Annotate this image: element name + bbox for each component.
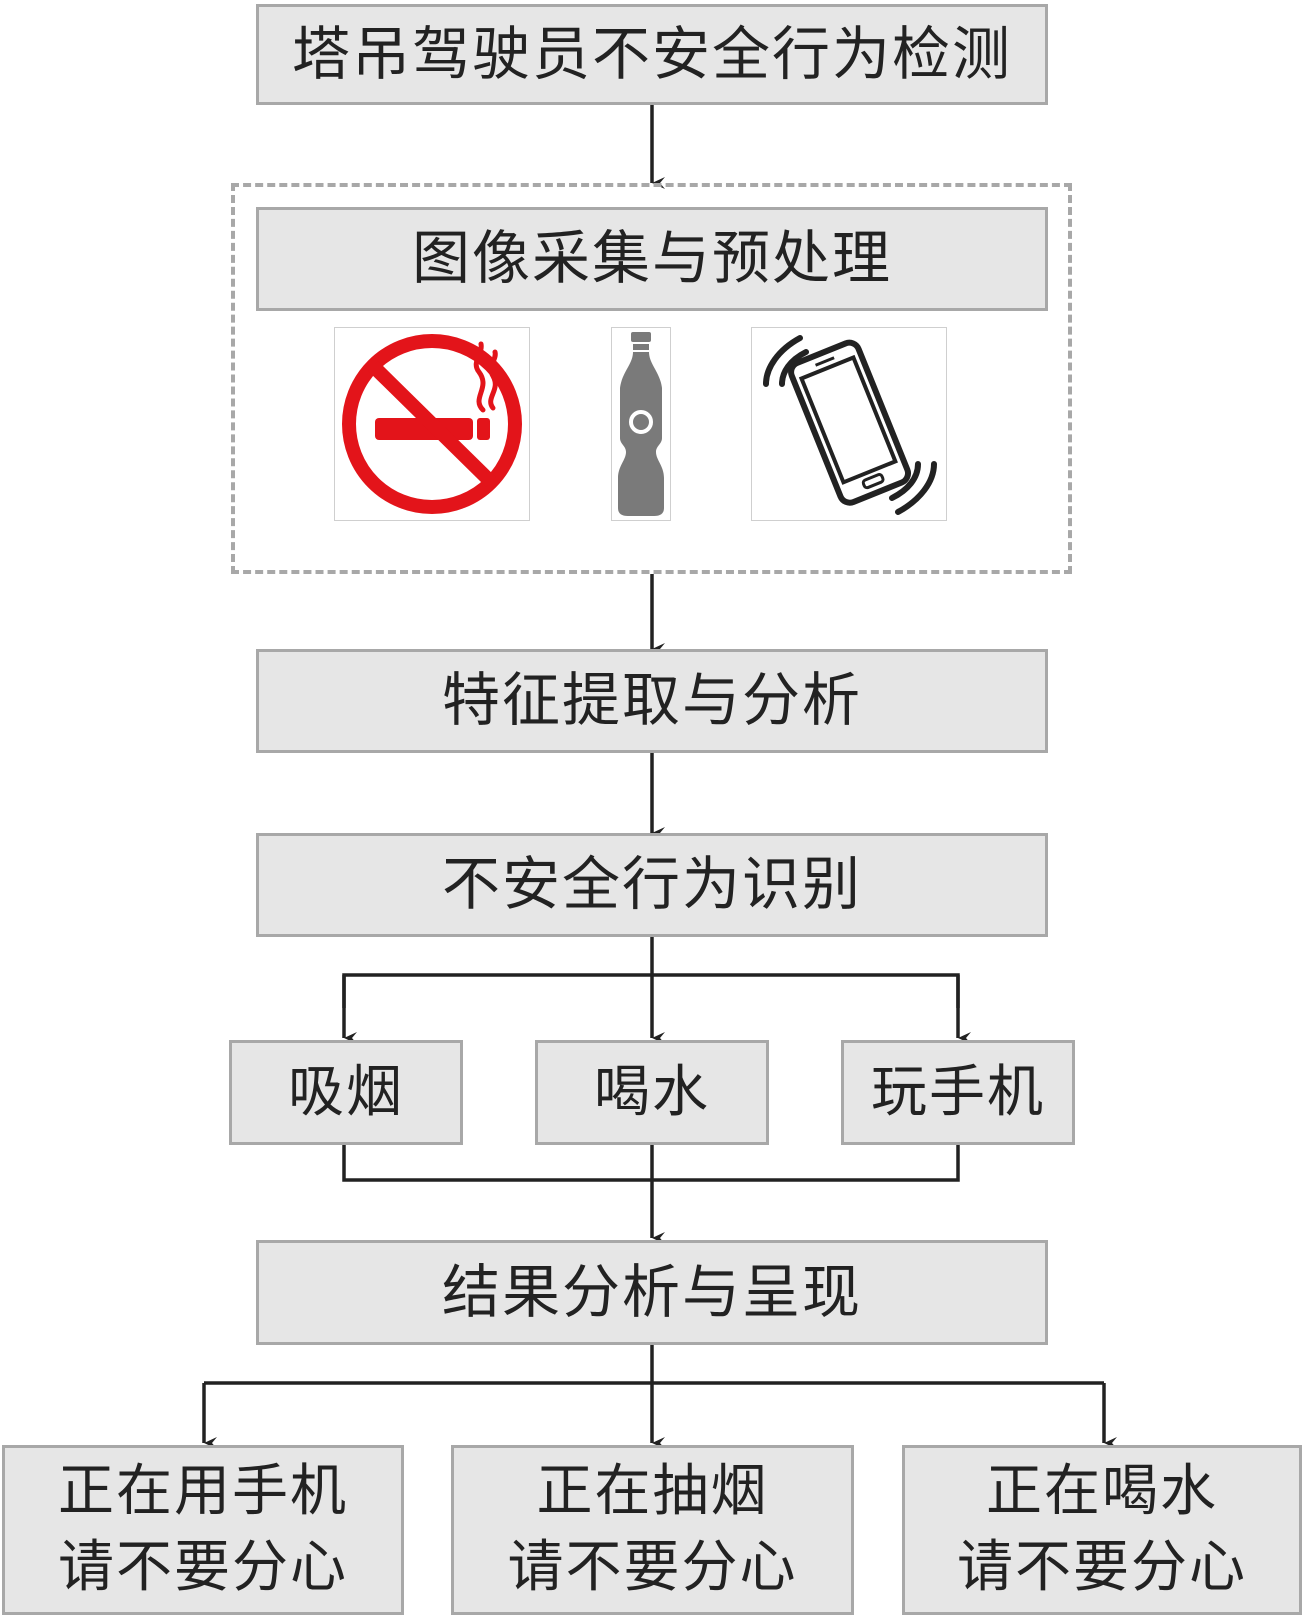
vibrating-phone-icon bbox=[751, 327, 947, 521]
behavior-box-smoking: 吸烟 bbox=[229, 1040, 463, 1145]
no-smoking-icon bbox=[334, 327, 530, 521]
behavior-box-drinking: 喝水 bbox=[535, 1040, 769, 1145]
acquisition-group bbox=[231, 183, 1072, 574]
recognition-text: 不安全行为识别 bbox=[441, 850, 862, 919]
result-box: 结果分析与呈现 bbox=[256, 1240, 1048, 1345]
bottle-icon bbox=[611, 327, 671, 521]
warning-box-smoking: 正在抽烟 请不要分心 bbox=[451, 1445, 854, 1615]
acquisition-box: 图像采集与预处理 bbox=[256, 207, 1048, 311]
title-text: 塔吊驾驶员不安全行为检测 bbox=[291, 19, 1012, 88]
title-box: 塔吊驾驶员不安全行为检测 bbox=[256, 4, 1048, 105]
behavior-drinking-text: 喝水 bbox=[594, 1059, 710, 1125]
behavior-phone-text: 玩手机 bbox=[871, 1059, 1045, 1125]
result-text: 结果分析与呈现 bbox=[441, 1257, 862, 1326]
warning-box-phone: 正在用手机 请不要分心 bbox=[2, 1445, 404, 1615]
feature-text: 特征提取与分析 bbox=[441, 666, 862, 735]
warning-phone-line2: 请不要分心 bbox=[58, 1535, 348, 1600]
warning-smoking-line2: 请不要分心 bbox=[507, 1535, 798, 1600]
acquisition-text: 图像采集与预处理 bbox=[411, 224, 892, 293]
behavior-box-phone: 玩手机 bbox=[841, 1040, 1075, 1145]
behavior-smoking-text: 吸烟 bbox=[288, 1059, 404, 1125]
feature-box: 特征提取与分析 bbox=[256, 649, 1048, 753]
warning-drinking-line2: 请不要分心 bbox=[957, 1535, 1247, 1600]
warning-drinking-line1: 正在喝水 bbox=[986, 1459, 1218, 1525]
warning-box-drinking: 正在喝水 请不要分心 bbox=[902, 1445, 1302, 1615]
recognition-box: 不安全行为识别 bbox=[256, 833, 1048, 937]
warning-smoking-line1: 正在抽烟 bbox=[536, 1459, 769, 1525]
warning-phone-line1: 正在用手机 bbox=[58, 1459, 348, 1525]
